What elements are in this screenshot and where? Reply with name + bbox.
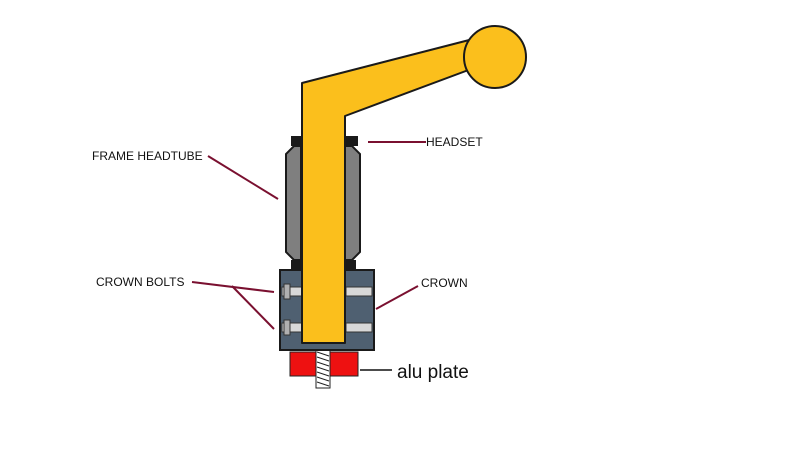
leader-crown [375, 285, 419, 310]
label-alu-plate: alu plate [397, 362, 469, 383]
headtube-right [344, 145, 361, 261]
leader-frame-headtube [207, 155, 279, 200]
lever-knob [463, 25, 527, 89]
threaded-bolt [315, 347, 331, 389]
label-crown-bolts: CROWN BOLTS [96, 275, 184, 289]
label-frame-headtube: FRAME HEADTUBE [92, 149, 203, 163]
headset-bearings [291, 136, 358, 270]
crown-bolt-slots [281, 283, 373, 336]
leader-crown-bolts-bottom [231, 285, 275, 330]
label-headset: HEADSET [426, 135, 483, 149]
headtube-left [285, 145, 302, 261]
alu-plate-right [329, 351, 359, 377]
label-crown: CROWN [421, 276, 468, 290]
alu-plate-left [289, 351, 317, 377]
